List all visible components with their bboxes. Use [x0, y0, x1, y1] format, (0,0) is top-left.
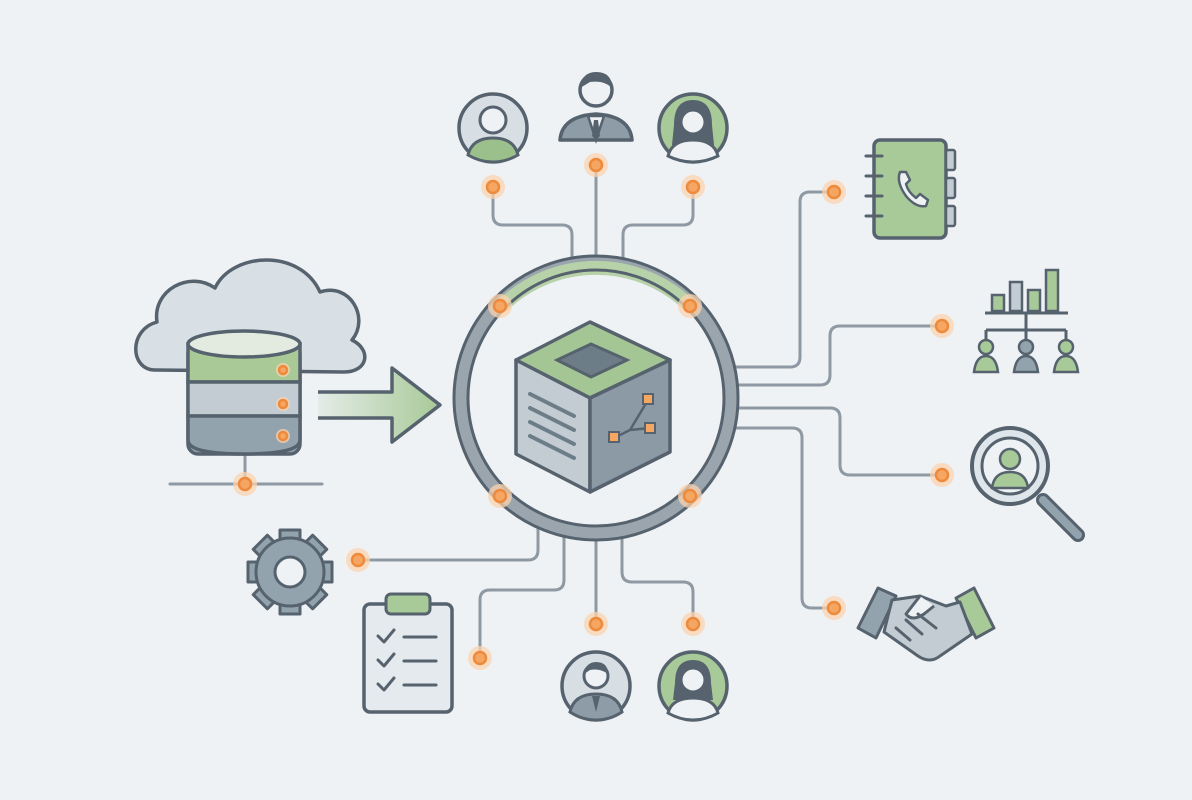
gear-icon — [246, 528, 334, 616]
connector-phone-book — [733, 190, 832, 369]
data-cube-icon — [514, 320, 672, 494]
cloud-database-icon — [134, 258, 367, 456]
connector-checklist — [478, 530, 566, 660]
businessman-icon — [558, 72, 634, 144]
handshake-icon — [856, 586, 996, 662]
bar-chart-org-icon — [972, 268, 1080, 374]
businessman-avatar-icon — [560, 650, 632, 722]
woman-avatar-icon — [657, 92, 729, 164]
magnifier-user-icon — [970, 426, 1085, 542]
connector-gear — [356, 523, 540, 562]
connection-dots — [233, 153, 954, 670]
woman-avatar-icon — [657, 650, 729, 722]
person-avatar-icon — [457, 92, 529, 164]
clipboard-checklist-icon — [362, 592, 454, 714]
arrow-right-icon — [318, 366, 442, 444]
connector-person-top-left — [491, 185, 574, 270]
connector-woman-bottom — [620, 530, 695, 624]
connector-handshake — [733, 426, 832, 610]
connectors — [168, 163, 942, 660]
connector-woman-top-right — [621, 185, 695, 270]
phone-book-icon — [864, 138, 957, 240]
connector-user-search — [736, 406, 942, 477]
connector-org-chart — [736, 324, 942, 387]
